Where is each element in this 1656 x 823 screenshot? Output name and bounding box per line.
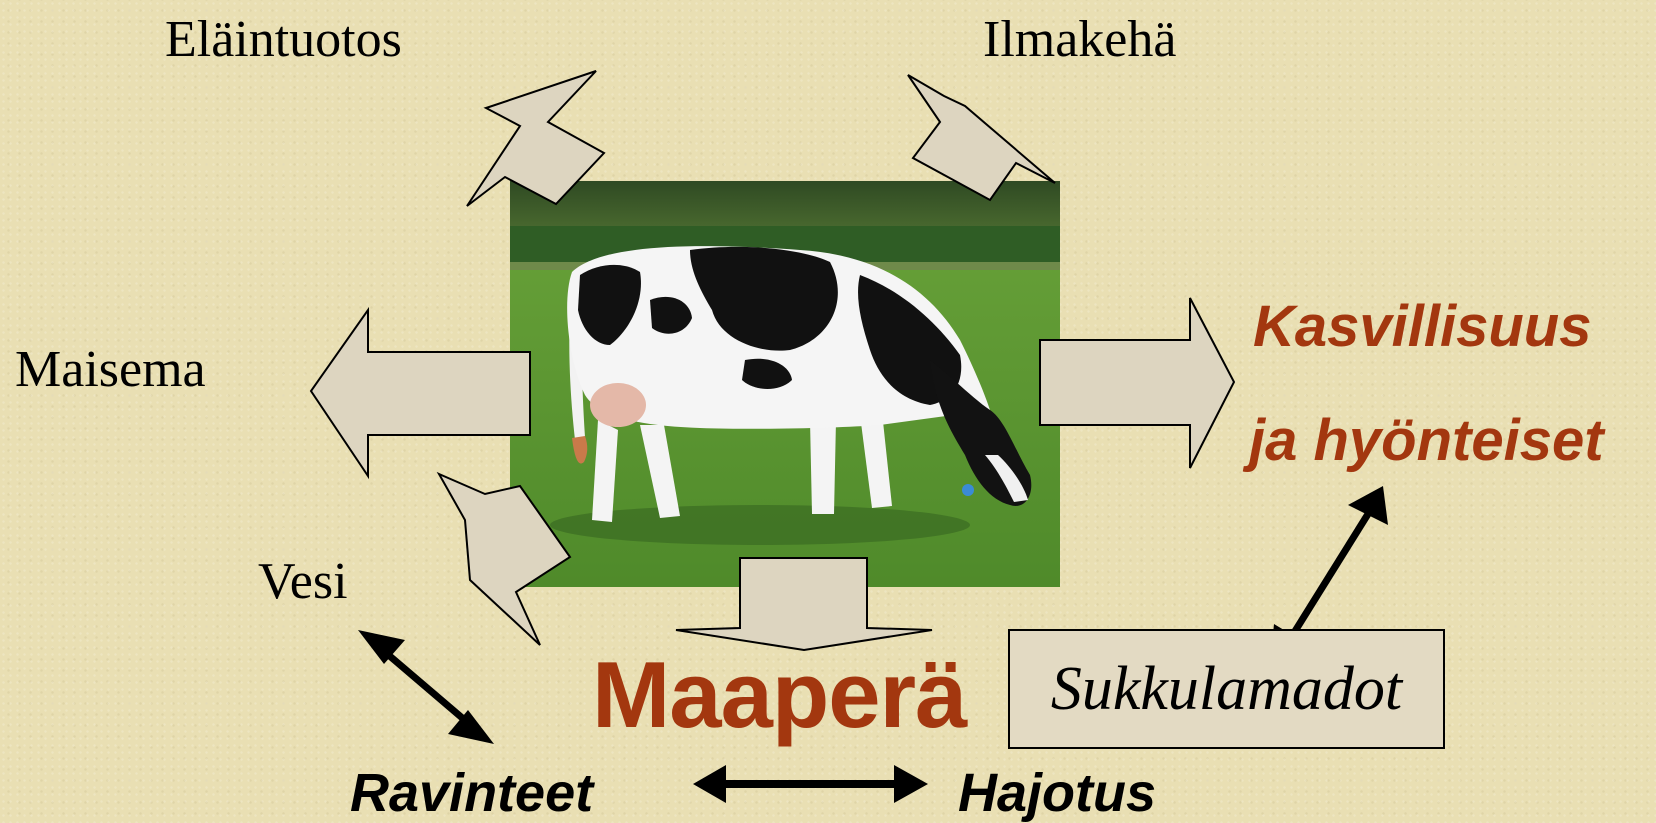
- cow-photo: [510, 181, 1060, 587]
- double-arrow-vesi-ravinteet: [358, 630, 494, 744]
- arrow-to-kasvillisuus: [1040, 298, 1234, 468]
- arrow-to-maisema: [311, 310, 530, 476]
- label-hajotus: Hajotus: [958, 766, 1156, 820]
- label-ilmakeha: Ilmakehä: [983, 14, 1176, 66]
- label-vesi: Vesi: [258, 556, 348, 608]
- label-maapera: Maaperä: [592, 648, 966, 742]
- double-arrow-ravinteet-hajotus: [693, 765, 928, 803]
- label-ravinteet: Ravinteet: [350, 766, 593, 820]
- label-maisema: Maisema: [15, 344, 206, 396]
- sukkulamadot-box: Sukkulamadot: [1008, 629, 1445, 749]
- label-sukkulamadot: Sukkulamadot: [1051, 654, 1402, 725]
- label-elaintuotos: Eläintuotos: [165, 14, 402, 66]
- label-kasvillisuus-line2: ja hyönteiset: [1249, 412, 1604, 470]
- label-kasvillisuus-line1: Kasvillisuus: [1253, 298, 1591, 356]
